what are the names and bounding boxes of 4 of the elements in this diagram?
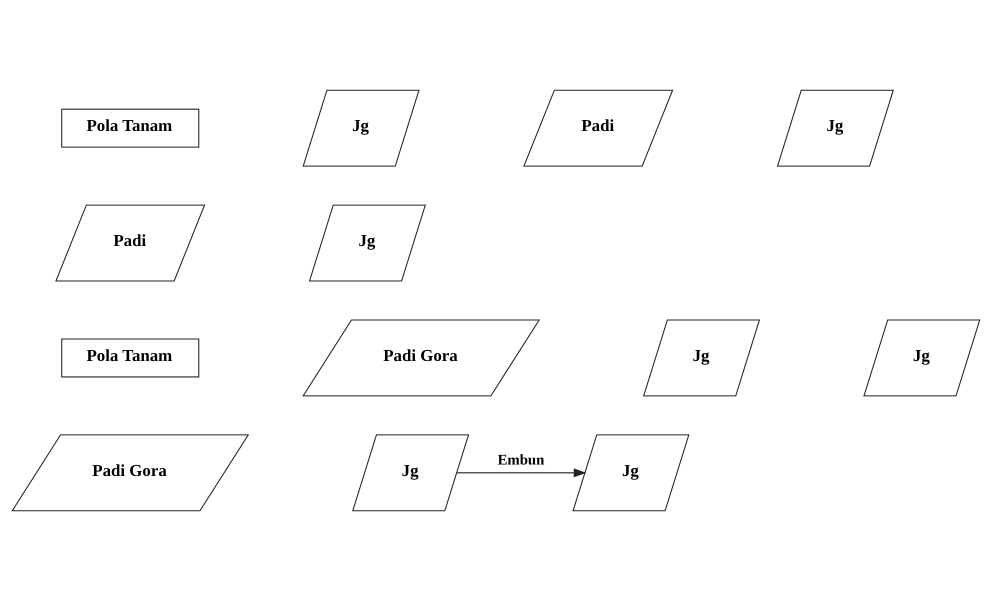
arrow [456, 468, 586, 477]
edge-label: Embun [498, 452, 544, 468]
node-box: Pola Tanam [61, 108, 200, 148]
node-box: Pola Tanam [61, 338, 200, 377]
